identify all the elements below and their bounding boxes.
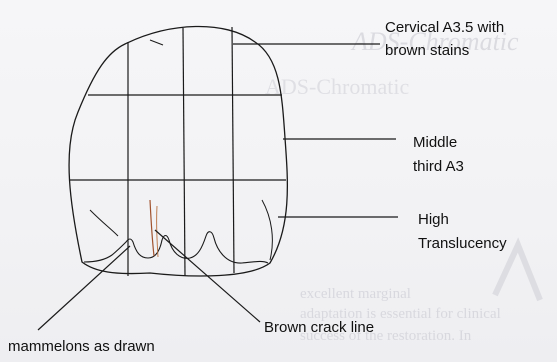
label-middle-line2: third A3: [413, 158, 464, 175]
label-cervical-line1: Cervical A3.5 with: [385, 19, 504, 36]
label-crack: Brown crack line: [264, 319, 374, 336]
leader-line-mammelons: [38, 246, 130, 330]
tooth-outline: [69, 26, 287, 276]
cervical-stain-mark: [150, 40, 163, 45]
grid-line-vertical-3: [232, 27, 234, 273]
mammelons: [84, 232, 268, 263]
label-cervical-line2: brown stains: [385, 42, 469, 59]
label-high-line2: Translucency: [418, 235, 507, 252]
brown-crack-line: [150, 200, 154, 256]
label-mammelons: mammelons as drawn: [8, 338, 155, 355]
label-high-line1: High: [418, 211, 449, 228]
grid-line-vertical-2: [183, 28, 185, 276]
leader-line-crack: [155, 230, 260, 322]
label-middle-line1: Middle: [413, 134, 457, 151]
